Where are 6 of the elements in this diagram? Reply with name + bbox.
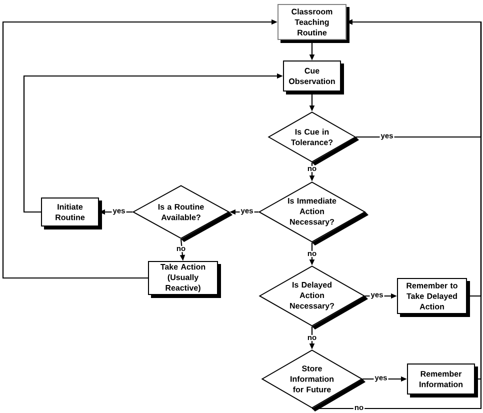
process-box: Classroom Teaching Routine bbox=[278, 4, 350, 43]
process-box: Take Action (Usually Reactive) bbox=[148, 261, 221, 298]
process-box: Remember to Take Delayed Action bbox=[397, 278, 470, 317]
process-box: Initiate Routine bbox=[41, 198, 102, 230]
process-box: Remember Information bbox=[407, 364, 478, 398]
process-box: Cue Observation bbox=[283, 60, 344, 94]
